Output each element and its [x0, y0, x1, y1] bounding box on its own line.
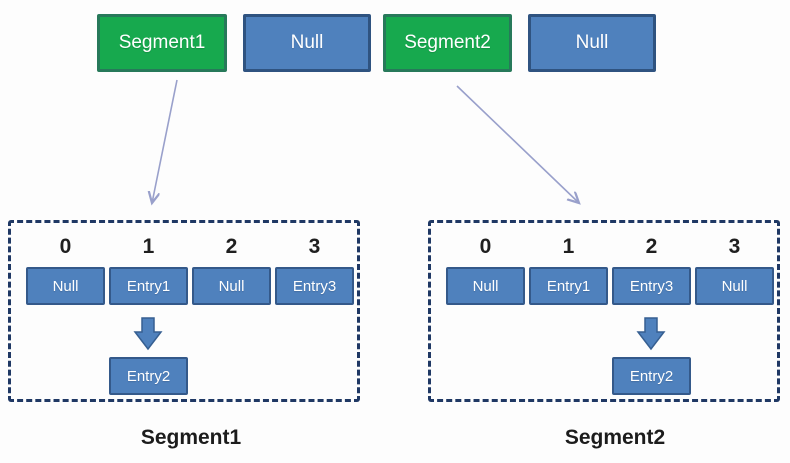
bucket-index: 0 [59, 235, 72, 258]
bucket-cell: Null [192, 267, 271, 305]
top-cell-null-1: Null [243, 14, 371, 72]
table-caption-segment1: Segment1 [140, 426, 242, 449]
bucket-index: 0 [479, 235, 492, 258]
table-caption-segment2: Segment2 [564, 426, 666, 449]
chain-arrow-icon [636, 317, 666, 351]
bucket-index-row: 0 1 2 3 [26, 235, 354, 259]
bucket-cell: Entry1 [529, 267, 608, 305]
bucket-cell: Entry3 [612, 267, 691, 305]
segment2-arrow [456, 85, 579, 203]
top-cell-null-2: Null [528, 14, 656, 72]
top-cell-segment1: Segment1 [97, 14, 227, 72]
top-cell-segment2: Segment2 [383, 14, 512, 72]
segment1-table: 0 1 2 3 Null Entry1 Null Entry3 Entry2 [8, 220, 360, 402]
bucket-index: 1 [562, 235, 575, 258]
bucket-index: 3 [308, 235, 321, 258]
bucket-index-row: 0 1 2 3 [446, 235, 774, 259]
bucket-cell: Null [695, 267, 774, 305]
segment2-table: 0 1 2 3 Null Entry1 Entry3 Null Entry2 [428, 220, 780, 402]
top-cell-label: Null [575, 32, 609, 53]
bucket-index: 3 [728, 235, 741, 258]
top-cell-label: Segment1 [118, 32, 206, 53]
bucket-index: 2 [645, 235, 658, 258]
bucket-index: 2 [225, 235, 238, 258]
bucket-cell: Null [446, 267, 525, 305]
chain-entry-cell: Entry2 [612, 357, 691, 395]
bucket-cell: Null [26, 267, 105, 305]
bucket-cell: Entry3 [275, 267, 354, 305]
bucket-cell-row: Null Entry1 Entry3 Null [446, 267, 774, 305]
chain-arrow-icon [133, 317, 163, 351]
bucket-index: 1 [142, 235, 155, 258]
chain-entry-cell: Entry2 [109, 357, 188, 395]
segment1-arrow [152, 79, 178, 203]
top-cell-label: Segment2 [404, 32, 491, 53]
bucket-cell: Entry1 [109, 267, 188, 305]
top-cell-label: Null [290, 32, 324, 53]
bucket-cell-row: Null Entry1 Null Entry3 [26, 267, 354, 305]
